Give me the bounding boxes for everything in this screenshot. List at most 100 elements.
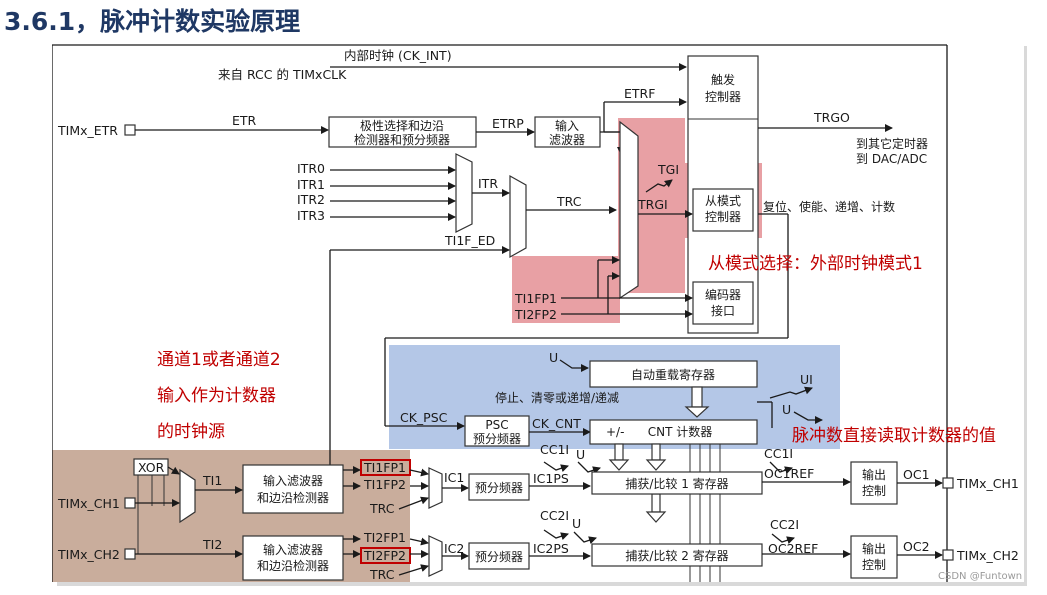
- cc2i-label-left: CC2I: [540, 508, 569, 523]
- timx-ch1-label: TIMx_CH1: [57, 496, 120, 511]
- ic1-prescaler: [468, 473, 530, 501]
- ic1-prescaler-label: 预分频器: [475, 481, 523, 495]
- psc-line-1: PSC: [485, 418, 508, 432]
- channel-note-line-2: 输入作为计数器: [157, 386, 276, 406]
- etrf-label: ETRF: [624, 86, 655, 101]
- ic1ps-label: IC1PS: [533, 471, 569, 486]
- ti2fp2-box: [360, 547, 411, 564]
- ti1-label: TI1: [202, 473, 222, 488]
- oc2ref-label: OC2REF: [768, 541, 818, 556]
- slave-controller-line-1: 从模式: [705, 194, 741, 208]
- ch1-filter-edge: [242, 464, 344, 514]
- itr2-label: ITR2: [297, 192, 325, 207]
- trgi-label: TRGI: [637, 197, 668, 212]
- ch2-filter-line-1: 输入滤波器: [263, 542, 323, 557]
- cnt-counter-block: [589, 419, 758, 445]
- u-label-cnt: U: [782, 402, 791, 417]
- tgi-label: TGI: [657, 162, 679, 177]
- timx-ch2-label: TIMx_CH2: [57, 547, 120, 562]
- output-control-2-line-1: 输出: [862, 541, 886, 556]
- ch1-filter-line-1: 输入滤波器: [263, 473, 323, 488]
- cc1i-label-right: CC1I: [764, 446, 793, 461]
- ch1-out-ti1fp2: TI1FP2: [363, 477, 406, 492]
- autoreload-register: [589, 360, 758, 388]
- channel-highlight: [52, 450, 410, 582]
- etr-input-filter-line-1: 输入: [555, 118, 579, 133]
- ic2-label: IC2: [444, 541, 464, 556]
- capture-compare-1: [591, 471, 763, 495]
- cnt-arrow-3: [651, 493, 661, 513]
- page-title: 3.6.1，脉冲计数实验原理: [4, 7, 301, 36]
- ch1-pin: [124, 497, 136, 509]
- output-control-1-line-2: 控制: [862, 484, 886, 498]
- capture-compare-2: [591, 543, 763, 567]
- ic2-mux: [428, 535, 443, 577]
- ti-highlight: [512, 256, 620, 323]
- oc2-label: OC2: [903, 539, 930, 554]
- ch1-filter-line-2: 和边沿检测器: [257, 490, 329, 505]
- cc2i-label-right: CC2I: [770, 517, 799, 532]
- output-control-2-line-2: 控制: [862, 558, 886, 572]
- timx-ch1-out-label: TIMx_CH1: [956, 476, 1019, 491]
- ch1-out-ti1fp1: TI1FP1: [363, 460, 406, 475]
- timx-etr-label: TIMx_ETR: [57, 123, 118, 138]
- ui-label: UI: [800, 372, 813, 387]
- diagram-svg: 内部时钟 (CK_INT) 来自 RCC 的 TIMxCLK 触发 控制器 TI…: [52, 44, 1022, 582]
- output-control-1: [850, 461, 898, 505]
- ch2-out-ti2fp2: TI2FP2: [363, 548, 406, 563]
- slave-actions: 复位、使能、递增、计数: [763, 199, 895, 214]
- ch2-pin: [124, 548, 136, 560]
- ic1-label: IC1: [444, 470, 464, 485]
- cnt-arrow-1: [614, 443, 624, 461]
- slave-controller-line-2: 控制器: [705, 210, 741, 224]
- itr-label: ITR: [478, 176, 498, 191]
- ch2-filter-line-2: 和边沿检测器: [257, 558, 329, 573]
- xor-label: XOR: [138, 460, 165, 475]
- channel-note-line-1: 通道1或者通道2: [157, 350, 281, 370]
- ti2fp2-trgi-label: TI2FP2: [514, 307, 557, 322]
- trgi-mux: [619, 120, 639, 300]
- etr-input-filter: [534, 116, 601, 148]
- capture-compare-2-label: 捕获/比较 2 寄存器: [625, 548, 728, 563]
- output-control-2: [850, 535, 898, 579]
- slave-mode-annotation: 从模式选择：外部时钟模式1: [708, 254, 923, 274]
- encoder-line-2: 接口: [711, 303, 735, 318]
- ck-int-label: 内部时钟 (CK_INT): [344, 48, 452, 63]
- itr3-label: ITR3: [297, 208, 325, 223]
- itr0-label: ITR0: [297, 161, 325, 176]
- itr1-label: ITR1: [297, 177, 325, 192]
- to-dac-adc: 到 DAC/ADC: [856, 152, 927, 166]
- etrp-label: ETRP: [492, 116, 524, 131]
- ic2-prescaler: [468, 542, 530, 570]
- psc-block: [464, 415, 530, 447]
- polarity-box-line-1: 极性选择和边沿: [360, 119, 444, 133]
- u-label-cc2: U: [572, 516, 581, 531]
- count-note-annotation: 脉冲数直接读取计数器的值: [792, 426, 996, 446]
- u-label-ar: U: [549, 350, 558, 365]
- ti1-mux: [179, 468, 196, 524]
- etr-label: ETR: [232, 113, 257, 128]
- oc1-pin: [942, 477, 954, 489]
- ch2-out-ti2fp1: TI2FP1: [363, 530, 406, 545]
- trigger-controller-label-2: 控制器: [705, 90, 741, 104]
- cnt-arrowhead-1: [608, 459, 630, 471]
- pm-label: +/-: [606, 425, 624, 439]
- timx-ch2-out-label: TIMx_CH2: [956, 548, 1019, 563]
- ic1-mux: [428, 467, 443, 509]
- trigger-controller-label-1: 触发: [711, 72, 735, 87]
- etr-input-filter-line-2: 滤波器: [549, 133, 585, 147]
- ck-psc-label: CK_PSC: [400, 410, 448, 425]
- rcc-label: 来自 RCC 的 TIMxCLK: [218, 67, 347, 82]
- autoreload-arrow: [691, 386, 703, 408]
- cnt-label: CNT 计数器: [648, 424, 713, 439]
- to-other-timers: 到其它定时器: [856, 136, 928, 151]
- output-control-1-line-1: 输出: [862, 467, 886, 482]
- ti1fp1-trgi-label: TI1FP1: [514, 291, 557, 306]
- stop-clear-text: 停止、清零或递增/递减: [495, 390, 619, 405]
- trgo-label: TRGO: [813, 110, 850, 125]
- ic2ps-label: IC2PS: [533, 541, 569, 556]
- channel-note-line-3: 的时钟源: [157, 422, 225, 442]
- cnt-arrow-2: [651, 443, 661, 461]
- autoreload-label: 自动重载寄存器: [631, 367, 715, 382]
- itr-mux: [455, 153, 473, 233]
